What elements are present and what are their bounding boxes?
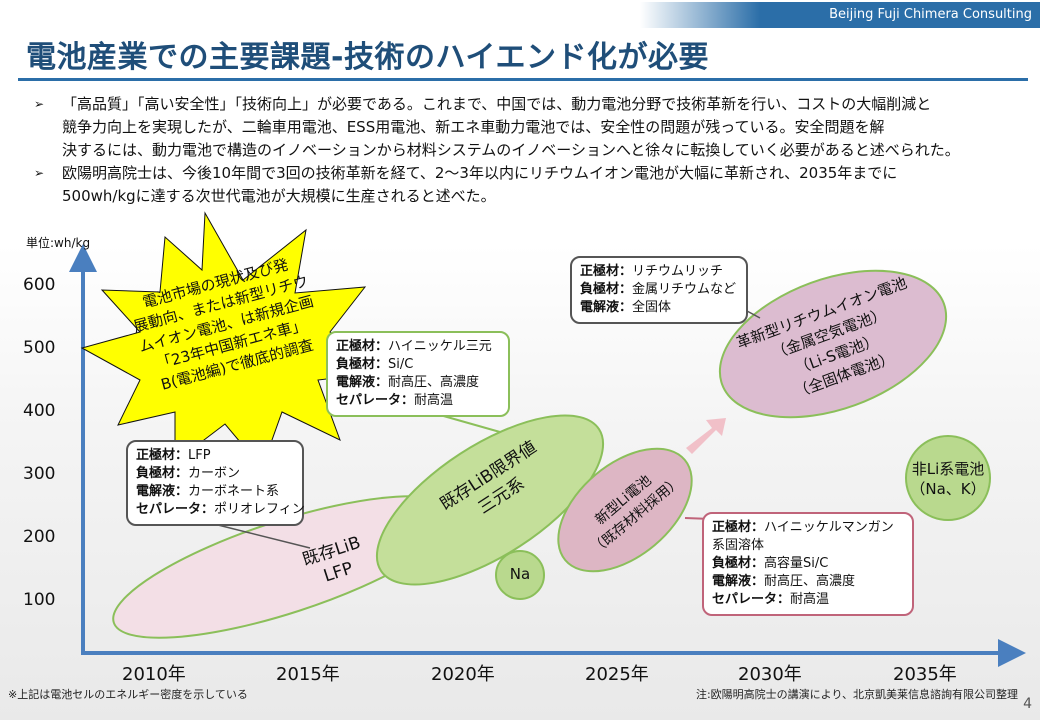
y-axis-label: 単位:wh/kg bbox=[26, 235, 90, 250]
x-tick: 2025年 bbox=[585, 664, 649, 685]
callout-row: 負極材：Si/C bbox=[336, 357, 414, 372]
y-tick: 400 bbox=[23, 401, 55, 421]
callout-next-gen: 正極材：リチウムリッチ 負極材：金属リチウムなど 電解液：全固体 bbox=[570, 256, 748, 324]
footnote-right: 注:欧陽明高院士の講演により、北京凱美莱信息諮詢有限公司整理 bbox=[695, 688, 1018, 701]
page-title: 電池産業での主要課題-技術のハイエンド化が必要 bbox=[26, 40, 710, 75]
bullet-line: 競争力向上を実現したが、二輪車用電池、ESS用電池、新エネ車動力電池では、安全性… bbox=[62, 118, 885, 136]
x-tick: 2020年 bbox=[431, 664, 495, 685]
brand-bar: Beijing Fuji Chimera Consulting bbox=[640, 2, 1040, 28]
ellipse-lib-ternary bbox=[375, 414, 605, 586]
page-number: 4 bbox=[1023, 696, 1032, 712]
y-tick: 500 bbox=[23, 338, 55, 358]
brand-name: Beijing Fuji Chimera Consulting bbox=[829, 7, 1032, 22]
callout-row: 負極材：金属リチウムなど bbox=[580, 282, 737, 297]
title-divider bbox=[18, 78, 1028, 81]
callout-lfp: 正極材：LFP 負極材：カーボン 電解液：カーボネート系 セパレータ：ポリオレフ… bbox=[126, 440, 305, 526]
callout-row: 正極材：ハイニッケルマンガン bbox=[712, 520, 894, 535]
ellipse-next-gen bbox=[718, 269, 948, 419]
callout-ternary: 正極材：ハイニッケル三元 負極材：Si/C 電解液：耐高圧、高濃度 セパレータ：… bbox=[326, 331, 510, 417]
y-tick: 300 bbox=[23, 464, 55, 484]
bullet-line: 決するには、動力電池で構造のイノベーションから材料システムのイノベーションへと徐… bbox=[62, 141, 960, 159]
footnote-left: ※上記は電池セルのエネルギー密度を示している bbox=[8, 688, 248, 701]
ellipse-new-li bbox=[557, 447, 693, 573]
starburst-shape bbox=[80, 211, 387, 469]
bullet-list: ➢ 「高品質」「高い安全性」「技術向上」が必要である。これまで、中国では、動力電… bbox=[32, 93, 1017, 208]
circle-non-li bbox=[905, 435, 991, 521]
bullet-line: 「高品質」「高い安全性」「技術向上」が必要である。これまで、中国では、動力電池分… bbox=[62, 95, 932, 113]
callout-row: 電解液：全固体 bbox=[580, 300, 672, 315]
bullet-item: ➢ 「高品質」「高い安全性」「技術向上」が必要である。これまで、中国では、動力電… bbox=[32, 93, 1017, 162]
callout-row: 正極材：LFP bbox=[136, 448, 211, 463]
x-tick: 2035年 bbox=[893, 664, 957, 685]
callout-pointer-lfp bbox=[217, 524, 311, 549]
callout-row: 正極材：ハイニッケル三元 bbox=[336, 339, 492, 354]
y-tick: 100 bbox=[23, 590, 55, 610]
arrow-bullet-icon: ➢ bbox=[34, 97, 45, 111]
y-tick: 600 bbox=[23, 275, 55, 295]
callout-row: 電解液：耐高圧、高濃度 bbox=[336, 375, 480, 390]
x-tick: 2015年 bbox=[276, 664, 340, 685]
callout-row: 正極材：リチウムリッチ bbox=[580, 264, 724, 279]
y-tick: 200 bbox=[23, 527, 55, 547]
callout-pointer-ternary bbox=[439, 414, 501, 433]
callout-row: 電解液：カーボネート系 bbox=[136, 484, 280, 499]
bullet-item: ➢ 欧陽明高院士は、今後10年間で3回の技術革新を経て、2〜3年以内にリチウムイ… bbox=[32, 162, 1017, 208]
arrow-bullet-icon: ➢ bbox=[34, 166, 45, 180]
callout-row: 負極材：高容量Si/C bbox=[712, 556, 829, 571]
bullet-line: 欧陽明高院士は、今後10年間で3回の技術革新を経て、2〜3年以内にリチウムイオン… bbox=[62, 164, 898, 182]
x-tick: 2030年 bbox=[738, 664, 802, 685]
callout-row: 系固溶体 bbox=[712, 538, 765, 553]
callout-new-li: 正極材：ハイニッケルマンガン 系固溶体 負極材：高容量Si/C 電解液：耐高圧、… bbox=[702, 512, 914, 616]
callout-row: 負極材：カーボン bbox=[136, 466, 241, 481]
callout-row: セパレータ：耐高温 bbox=[712, 592, 830, 607]
label-na: Na bbox=[509, 565, 531, 583]
callout-row: セパレータ：ポリオレフィン bbox=[136, 502, 305, 517]
x-tick: 2010年 bbox=[122, 664, 186, 685]
bullet-line: 500wh/kgに達する次世代電池が大規模に生産されると述べた。 bbox=[62, 187, 496, 205]
progress-arrow bbox=[686, 418, 726, 454]
callout-row: セパレータ：耐高温 bbox=[336, 393, 454, 408]
label-non-li: 非Li系電池 （Na、K） bbox=[893, 459, 1003, 499]
circle-na bbox=[495, 550, 545, 600]
label-line: 非Li系電池 bbox=[911, 460, 985, 478]
label-line: （Na、K） bbox=[910, 480, 986, 498]
callout-row: 電解液：耐高圧、高濃度 bbox=[712, 574, 856, 589]
